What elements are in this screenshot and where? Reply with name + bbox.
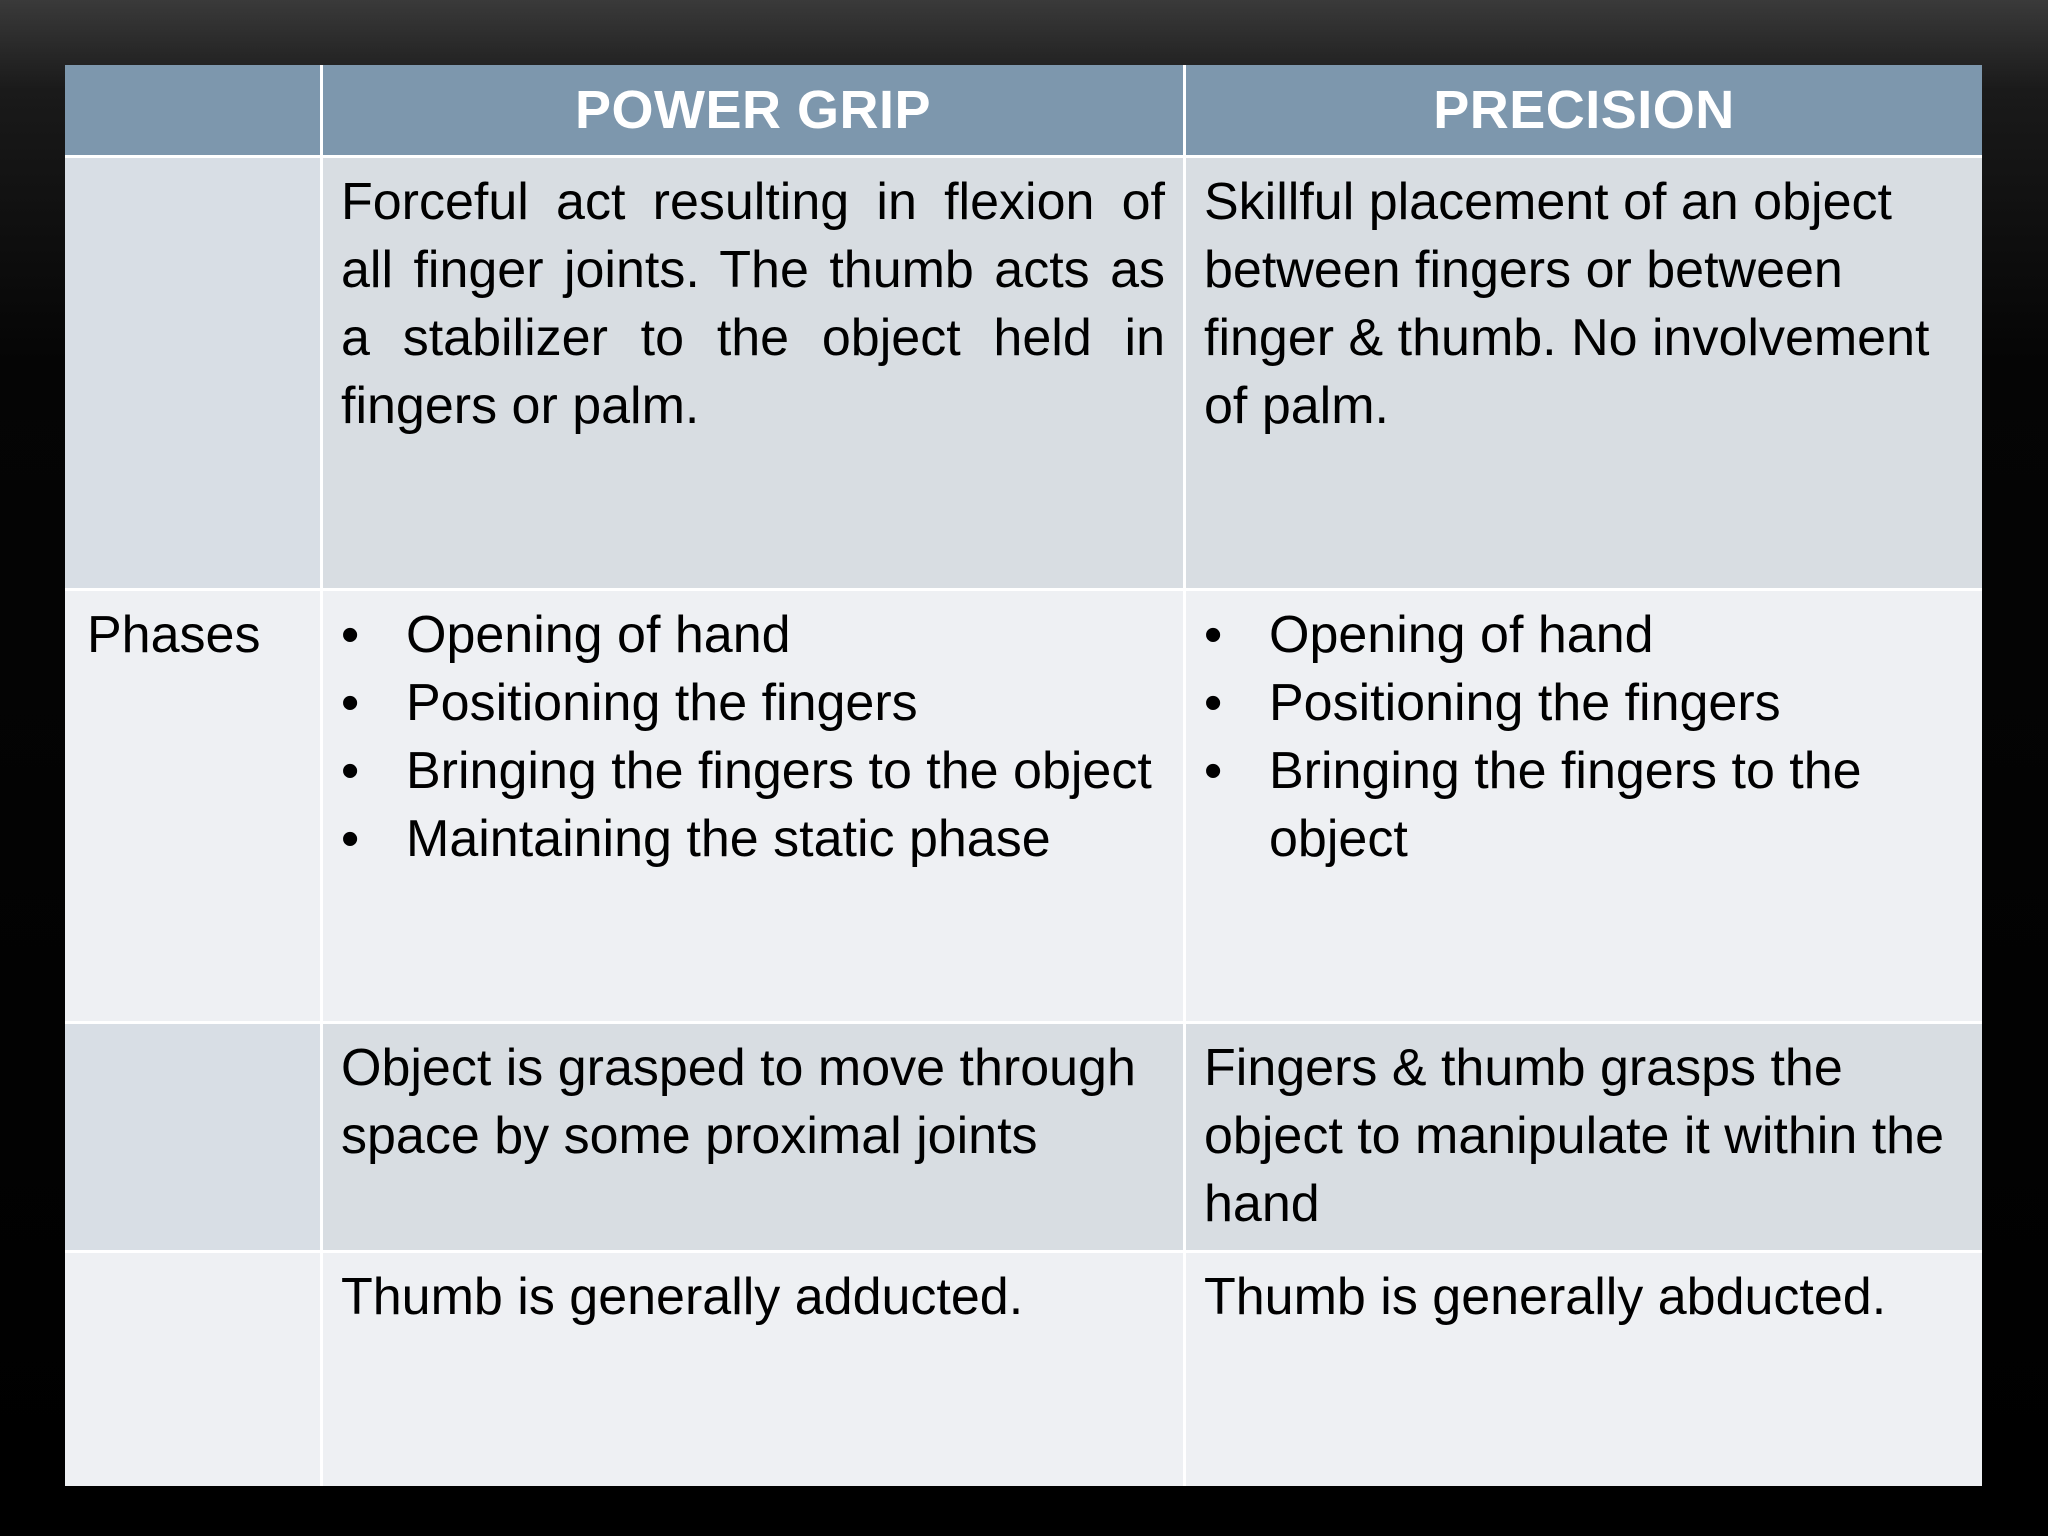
list-item-text: Opening of hand: [1269, 606, 1654, 664]
bullet-icon: •: [341, 674, 360, 732]
bullet-icon: •: [1204, 606, 1223, 664]
row-label-definition: [65, 158, 323, 591]
comparison-table: POWER GRIP PRECISION Forceful act result…: [65, 65, 1982, 1486]
precision-phases-list: • Opening of hand • Positioning the finger…: [1186, 591, 1982, 873]
bullet-icon: •: [341, 606, 360, 664]
row-label-text: [65, 158, 320, 168]
row-label-phases-cell: Phases: [65, 591, 323, 1024]
precision-thumb-cell: Thumb is generally abducted.: [1186, 1253, 1982, 1486]
bullet-icon: •: [341, 810, 360, 868]
header-empty-cell: [65, 65, 323, 158]
list-item: • Positioning the fingers: [1204, 669, 1964, 737]
precision-phases-cell: • Opening of hand • Positioning the finger…: [1186, 591, 1982, 1024]
list-item: • Bringing the fingers to the object: [341, 737, 1165, 805]
power-thumb-text: Thumb is generally adducted.: [341, 1268, 1024, 1326]
precision-purpose-cell: Fingers & thumb grasps the object to man…: [1186, 1024, 1982, 1253]
power-thumb-cell: Thumb is generally adducted.: [323, 1253, 1186, 1486]
bullet-icon: •: [341, 742, 360, 800]
list-item-text: Bringing the fingers to the object: [1269, 742, 1862, 868]
header-power-grip: POWER GRIP: [323, 65, 1186, 158]
row-label-text: [65, 1253, 320, 1263]
list-item-text: Maintaining the static phase: [406, 810, 1051, 868]
power-definition-cell: Forceful act resulting in flexion of all…: [323, 158, 1186, 591]
power-phases-cell: • Opening of hand • Positioning the finger…: [323, 591, 1186, 1024]
header-precision: PRECISION: [1186, 65, 1982, 158]
power-definition-text: Forceful act resulting in flexion of all…: [341, 173, 1165, 435]
list-item-text: Positioning the fingers: [1269, 674, 1781, 732]
bullet-icon: •: [1204, 674, 1223, 732]
row-label-purpose-cell: [65, 1024, 323, 1253]
precision-thumb-text: Thumb is generally abducted.: [1204, 1268, 1887, 1326]
precision-purpose-text: Fingers & thumb grasps the object to man…: [1204, 1039, 1944, 1233]
row-label-thumb-cell: [65, 1253, 323, 1486]
list-item: • Bringing the fingers to the object: [1204, 737, 1964, 873]
precision-definition-text: Skillful placement of an object between …: [1204, 173, 1930, 435]
list-item: • Opening of hand: [341, 601, 1165, 669]
list-item-text: Positioning the fingers: [406, 674, 918, 732]
list-item: • Opening of hand: [1204, 601, 1964, 669]
list-item-text: Bringing the fingers to the object: [406, 742, 1152, 800]
bullet-icon: •: [1204, 742, 1223, 800]
list-item-text: Opening of hand: [406, 606, 791, 664]
power-purpose-cell: Object is grasped to move through space …: [323, 1024, 1186, 1253]
power-purpose-text: Object is grasped to move through space …: [341, 1039, 1136, 1165]
row-label-phases: Phases: [87, 606, 261, 664]
list-item: • Maintaining the static phase: [341, 805, 1165, 873]
power-phases-list: • Opening of hand • Positioning the finger…: [323, 591, 1183, 873]
list-item: • Positioning the fingers: [341, 669, 1165, 737]
precision-definition-cell: Skillful placement of an object between …: [1186, 158, 1982, 591]
row-label-text: [65, 1024, 320, 1034]
